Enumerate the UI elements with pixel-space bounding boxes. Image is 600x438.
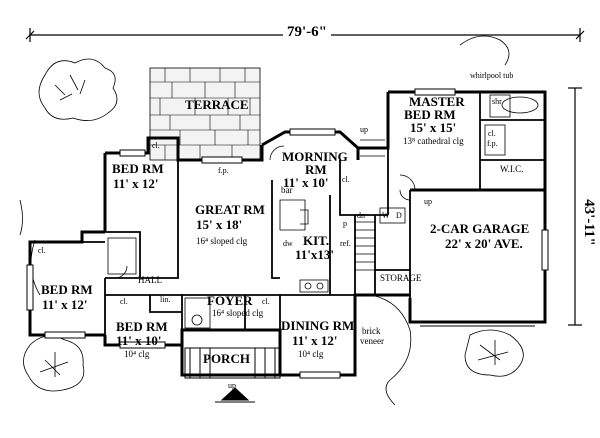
closet-label-6: cl. [488, 129, 496, 138]
dining-room-size: 11' x 12' [292, 333, 338, 348]
morning-room-size: 11' x 10' [283, 175, 329, 190]
entry-arrow [215, 387, 255, 403]
great-room-label: GREAT RM [195, 202, 265, 217]
brick-label: brick [362, 326, 381, 336]
down-label: dn [357, 211, 365, 220]
overall-depth-label: 43'-11" [580, 199, 597, 246]
garage-label: 2-CAR GARAGE [430, 221, 530, 236]
master-bed-label: MASTER [409, 94, 465, 109]
landscape-shrubs [19, 35, 524, 406]
porch-label: PORCH [203, 351, 250, 366]
hall-label: HALL [138, 275, 162, 285]
linen-label: lin. [160, 295, 171, 304]
master-bed-size: 15' x 15' [410, 120, 457, 135]
dryer-label: D [396, 211, 402, 220]
bed-left-size: 11' x 12' [42, 297, 88, 312]
bed-left-label: BED RM [41, 282, 93, 297]
bed-upper-label: BED RM [112, 161, 164, 176]
whirlpool-tub-label: whirlpool tub [470, 71, 514, 80]
pantry-label: p [343, 219, 347, 228]
garage-door [420, 321, 535, 327]
up-label-garage: up [424, 197, 432, 206]
dishwasher-label: dw [283, 239, 293, 248]
fireplace-label: f.p. [218, 166, 229, 175]
master-bed-label-2: BED RM [404, 107, 456, 122]
depth-dimension-line [568, 87, 582, 326]
garage-size: 22' x 20' AVE. [445, 236, 523, 251]
up-label-mudroom: up [360, 125, 368, 134]
foyer-ceiling: 16⁴ sloped clg [212, 308, 264, 318]
kitchen-size: 11'x13' [295, 247, 335, 262]
washer-label: W [382, 211, 390, 220]
closet-label-5: cl. [342, 175, 350, 184]
bed-bottom-ceiling: 10⁴ clg [124, 349, 150, 359]
shower-label: shr [492, 97, 502, 106]
morning-room-label: MORNING [282, 149, 348, 164]
dining-room-ceiling: 10⁴ clg [298, 349, 324, 359]
stairs [355, 139, 385, 271]
refrigerator-label: ref. [340, 239, 351, 248]
windows [26, 88, 549, 379]
up-label-entry: up [228, 381, 236, 390]
master-bed-ceiling: 13⁸ cathedral clg [403, 136, 464, 146]
interior-walls [82, 92, 545, 345]
bed-bottom-label: BED RM [116, 319, 168, 334]
bed-bottom-size: 11' x 10' [116, 333, 162, 348]
veneer-label: veneer [360, 336, 384, 346]
great-room-ceiling: 16⁴ sloped clg [196, 236, 248, 246]
closet-label-3: cl. [120, 297, 128, 306]
great-room-size: 15' x 18' [196, 217, 243, 232]
porch-pillars [184, 347, 281, 379]
walk-in-closet-label: W.I.C. [500, 164, 524, 174]
morning-room-label-2: RM [305, 162, 327, 177]
dining-room-label: DINING RM [281, 318, 355, 333]
overall-width-label: 79'-6" [283, 25, 331, 40]
fireplace-label-2: f.p. [487, 139, 498, 148]
kitchen-label: KIT. [303, 233, 330, 248]
bar-label: bar [281, 185, 293, 195]
terrace-label: TERRACE [185, 97, 249, 112]
storage-label: STORAGE [380, 273, 422, 283]
foyer-label: FOYER [207, 293, 253, 308]
closet-label-2: cl. [38, 246, 46, 255]
closet-label-4: cl. [262, 297, 270, 306]
closet-label-1: cl. [152, 141, 160, 150]
fixtures [107, 94, 539, 329]
bed-upper-size: 11' x 12' [113, 176, 159, 191]
